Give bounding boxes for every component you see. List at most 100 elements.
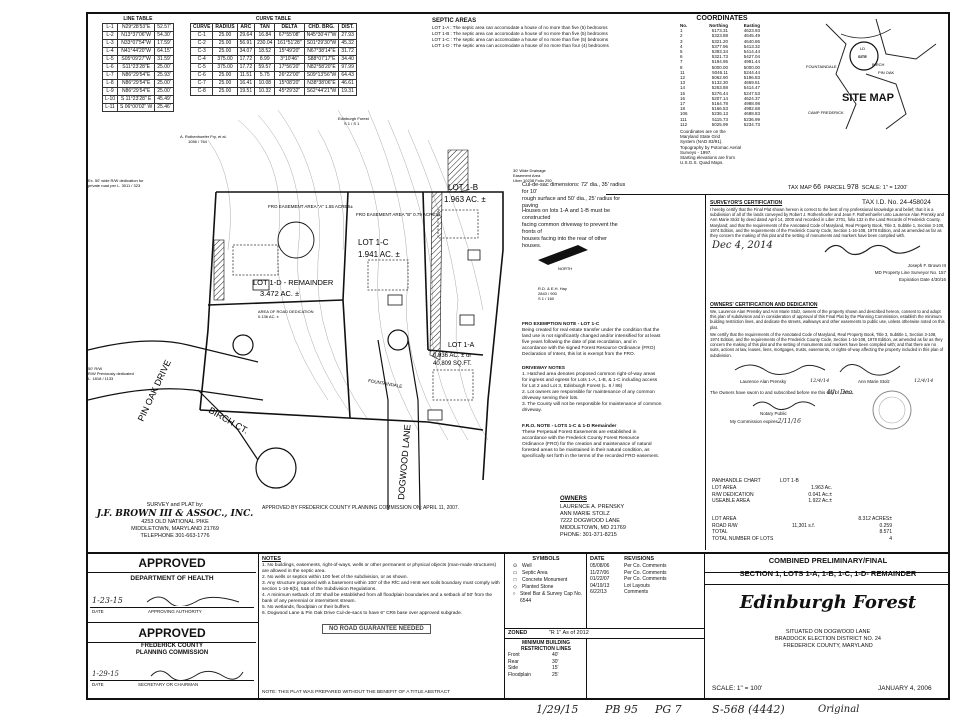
owners-line: MIDDLETOWN, MD 21769 <box>560 525 626 531</box>
coordinates-cell: 5414.47 <box>743 85 760 91</box>
zoning-block: ZONED "R 1" As of 2012 <box>508 630 589 637</box>
curve-table-cell: 29.64 <box>236 31 256 40</box>
curve-table-cell: 17.72 <box>236 55 256 64</box>
cul-de-sac-line-1: Cul-de-sac dimensions: 72' dia., 35' rad… <box>522 182 626 195</box>
street-label-dogwood: DOGWOOD LANE <box>396 424 413 500</box>
panhandle-cell: R/W DEDICATION <box>712 491 754 498</box>
coordinates-cell: 5166.53 <box>711 106 728 112</box>
curve-table-cell: 19.31 <box>338 87 357 96</box>
surveyor-cert-title: SURVEYOR'S CERTIFICATION <box>710 200 783 206</box>
driveway-note-item: 2. Lot owners are responsible for mainte… <box>522 390 655 401</box>
coordinates-cell: 4 <box>680 43 683 49</box>
curve-table-header: RADIUS <box>212 23 238 32</box>
subdivision-name: Edinburgh Forest <box>739 592 917 613</box>
line-table-cell: 64.15' <box>154 47 174 56</box>
coordinates-cell: 4623.93 <box>743 28 760 34</box>
curve-table-header: CURVE <box>189 23 214 32</box>
line-table-cell: 54.30' <box>154 31 174 40</box>
driveway-notes: DRIVEWAY NOTES 1. Hatched area denotes p… <box>522 366 662 414</box>
planning-dept-2: PLANNING COMMISSION <box>135 650 209 656</box>
surveyor-signature <box>824 245 921 256</box>
coordinates-cell: 13 <box>680 80 686 86</box>
site-map-label: BIRCH <box>872 62 885 67</box>
coordinates-cell: 12 <box>680 75 686 81</box>
curve-table-cell: 25.00 <box>212 87 238 96</box>
lot-1b-label: LOT 1-B <box>448 183 478 192</box>
curve-table-cell: 8.99 <box>254 55 276 64</box>
surveyor-address: 4253 OLD NATIONAL PIKE <box>141 519 209 525</box>
brl-value: 25' <box>552 671 559 678</box>
coordinates-cell: 5062.90 <box>711 75 728 81</box>
coordinates-cell: 7 <box>680 59 683 65</box>
site-map-title: SITE MAP <box>842 92 894 104</box>
coordinates-cell: 5173.31 <box>711 28 728 34</box>
house-1d <box>252 279 270 291</box>
revisions-date-header: DATE <box>590 556 605 562</box>
coordinates-cell: 5247.53 <box>743 90 760 96</box>
septic-area-1c <box>367 259 409 291</box>
line-table-cell: L-8 <box>101 79 119 88</box>
boundary-south <box>199 409 349 419</box>
line-table-cell: L-5 <box>101 55 119 64</box>
coordinates-cell: 18 <box>680 106 686 112</box>
line-table-cell: N33°07'54"W <box>117 39 156 48</box>
area-summary-cell: ROAD R/W <box>712 522 738 529</box>
lot-1a-area-sqft: 40,809 SQ.FT. <box>433 361 472 367</box>
panhandle-cell: 0.041 Ac.± <box>808 491 832 498</box>
coordinates-cell: 112 <box>680 121 688 127</box>
houses-note-line-1: Houses on lots 1-A and 1-B must be const… <box>522 208 611 221</box>
notes-item: 6. Dogwood Lane & Pin Oak Drive Cul-de-s… <box>262 611 463 616</box>
symbol-label: Well <box>522 563 532 569</box>
coordinates-cell: 106 <box>680 111 688 117</box>
pin-oak-drive-north-edge <box>88 340 259 363</box>
symbol-row: ○Steel Bar & Survey Cap No. 6544 <box>508 591 584 605</box>
houses-note-line-2: facing common driveway to prevent the fr… <box>522 222 618 235</box>
lot-1c-area: 1.941 AC. ± <box>358 250 400 259</box>
line-table-cell: N13°37'06"W <box>117 31 156 40</box>
line-table-cell: L-6 <box>101 63 119 72</box>
panhandle-col: LOT 1-B <box>780 478 799 484</box>
line-table-cell: L-4 <box>101 47 119 56</box>
panhandle-cell: USEABLE AREA <box>712 498 750 504</box>
curve-table-cell: 45.32 <box>338 39 357 48</box>
planning-dept-1: FREDERICK COUNTY <box>140 643 203 649</box>
curve-table-header: DELTA <box>274 23 305 32</box>
line-table-cell: N86°29'54"E <box>117 79 156 88</box>
hatched-area-west <box>213 239 225 301</box>
drainage-easement-label: 30' Wide Drainage <box>513 168 547 173</box>
curve-table-cell: N45°30'47"W <box>303 31 340 40</box>
title-block: COMBINED PRELIMINARY/FINAL SECTION 1, LO… <box>706 556 950 650</box>
notes-item: 1. No buildings, easements, right-of-way… <box>262 563 497 574</box>
contour-lines <box>207 109 489 441</box>
symbol-icon: ▭ <box>512 570 518 576</box>
coordinates-cell: 15 <box>680 90 686 96</box>
health-signature <box>146 596 240 606</box>
plat-sheet <box>86 12 950 700</box>
brl-label: Floodplain <box>508 671 532 678</box>
septic-area-line: LOT 1-D : The septic area can accomodate… <box>432 43 609 48</box>
curve-table-cell: 17°56'20" <box>274 63 305 72</box>
brl-value: 15' <box>552 665 559 671</box>
brl-block: MINIMUM BUILDING RESTRICTION LINES Front… <box>508 640 584 678</box>
birch-ct-edge <box>197 389 259 461</box>
subdivision-plan: PIN OAK DRIVE BIRCH CT. DOGWOOD LANE FOU… <box>88 109 588 511</box>
curve-table-cell: S09°13'56"W <box>303 71 340 80</box>
curve-table-cell: 15°49'20" <box>274 47 305 56</box>
recording-date: 1/29/15 <box>536 703 579 716</box>
curve-table-cell: N67°38'14"E <box>303 47 340 56</box>
line-table-title: LINE TABLE <box>123 16 153 22</box>
adjacent-owner-east: 2843 / 900 <box>538 291 558 296</box>
owners-cert-body: We, Laurence Alan Prensky and Ann Marie … <box>710 309 945 330</box>
notary-month: Dec. <box>840 388 854 396</box>
symbol-label: Septic Area <box>522 570 548 576</box>
curve-table-cell: 230.04 <box>254 39 276 48</box>
site-map-drawing: FOUNTAINDALE CAMP FREDERICK SITE BIRCH P… <box>806 18 937 130</box>
notary-label: Notary Public <box>760 410 787 416</box>
dedication-label: AREA OF ROAD DEDICATION <box>258 309 314 314</box>
symbol-label: Concrete Monument <box>522 577 568 583</box>
